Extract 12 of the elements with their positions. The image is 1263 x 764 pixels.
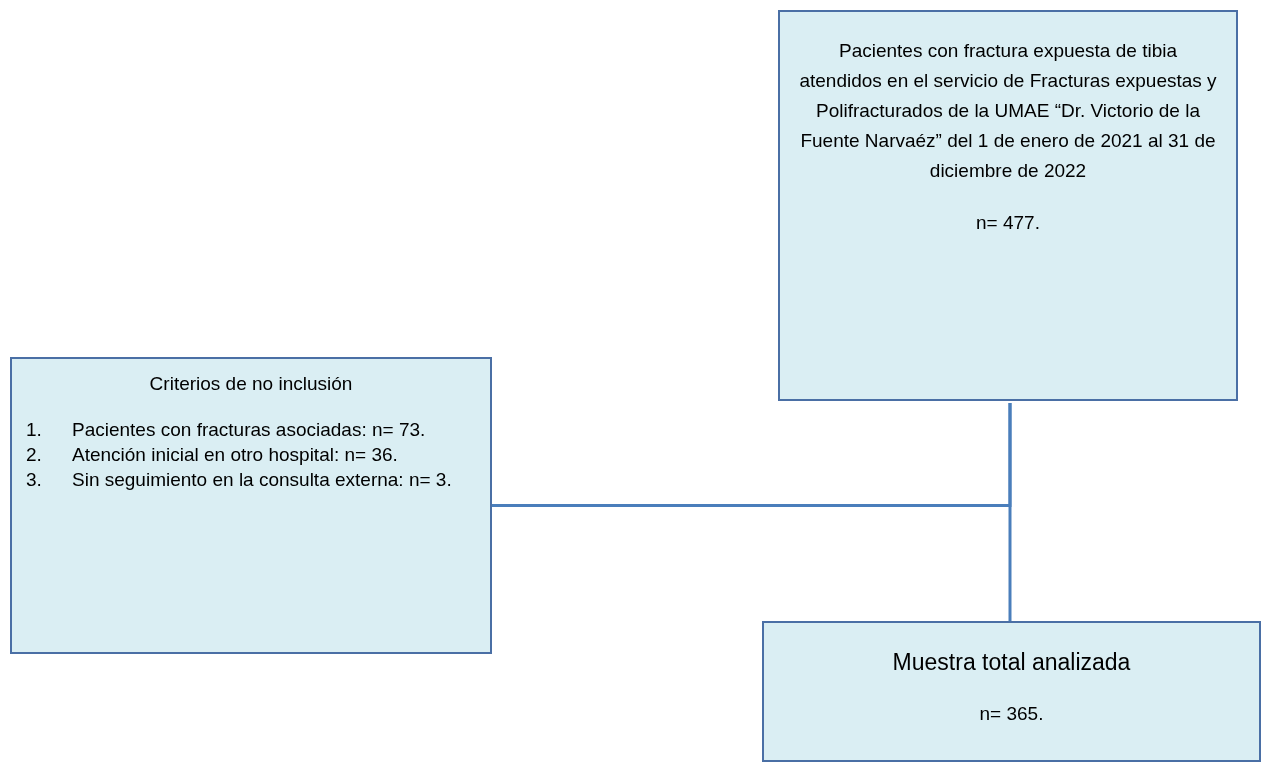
count-text: n= 365. [979, 702, 1044, 726]
box-text: Muestra total analizada [892, 648, 1131, 677]
box-heading: Criterios de no inclusión [149, 372, 353, 396]
process-box [762, 621, 1261, 762]
box-text: Pacientes con fractura expuesta de tibia atendidos en el servicio de Fracturas expuestas y Polifracturados de la UMAE “Dr. Victorio de la Fuente Narvaéz” del 1 de enero de 2021 al 31 de diciembre de 2022 [798, 39, 1218, 183]
count-text: n= 477. [976, 211, 1040, 235]
list-item: 2. Atención inicial en otro hospital: n= 36. [26, 443, 399, 467]
process-box [778, 10, 1238, 401]
list-item: 3. Sin seguimiento en la consulta externa: n= 3. [26, 468, 453, 492]
criteria-box [10, 357, 492, 654]
list-item: 1. Pacientes con fracturas asociadas: n= 73. [26, 418, 427, 442]
connector-line [492, 403, 1012, 507]
